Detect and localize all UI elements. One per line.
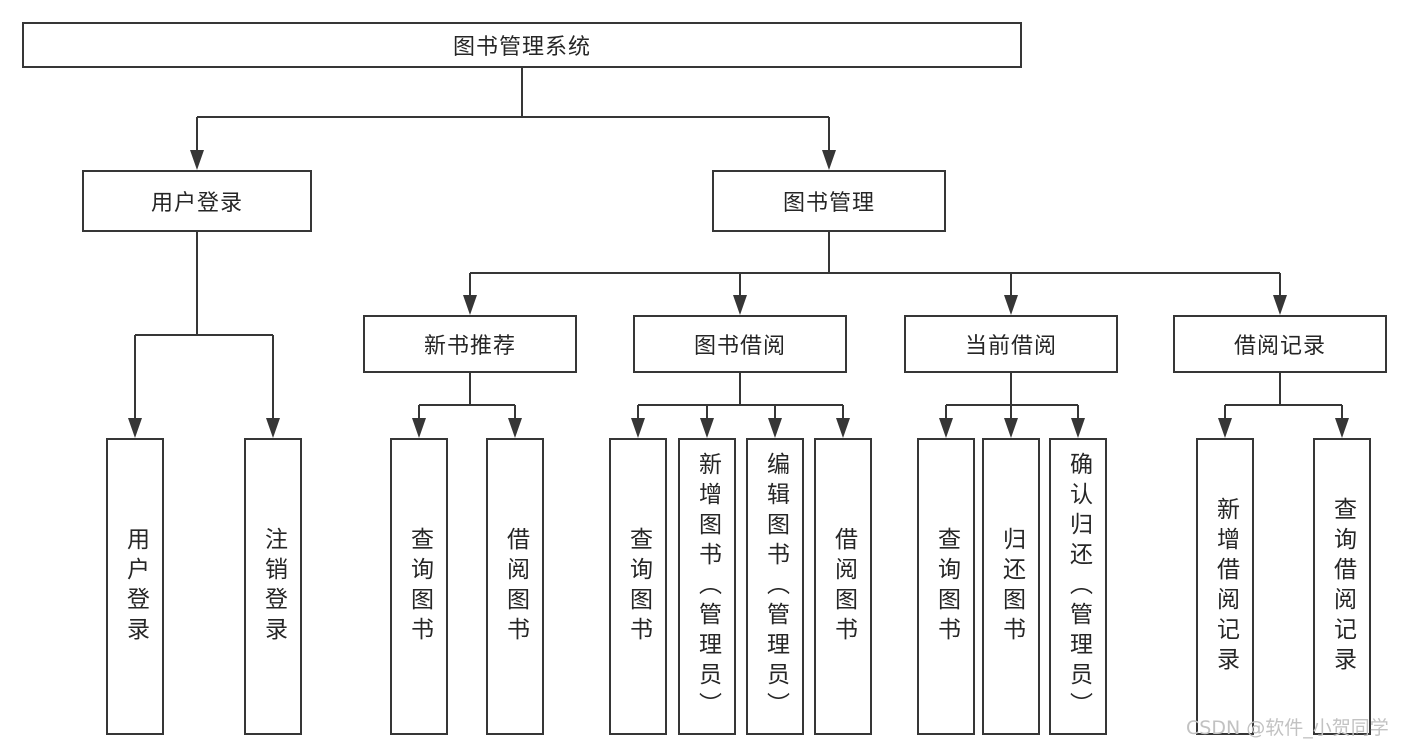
node-label: 用户登录 <box>150 191 243 216</box>
leaf-query-books-borrowing: 查询图书 <box>609 438 667 735</box>
node-borrowing-records: 借阅记录 <box>1173 315 1387 373</box>
node-label: 借阅图书 <box>830 526 857 647</box>
node-label: 确认归还（管理员） <box>1065 451 1092 722</box>
leaf-borrow-books-recommend: 借阅图书 <box>486 438 544 735</box>
leaf-add-books-admin: 新增图书（管理员） <box>678 438 736 735</box>
node-label: 新增图书（管理员） <box>694 451 721 722</box>
node-label: 借阅记录 <box>1233 334 1326 359</box>
node-label: 新增借阅记录 <box>1212 496 1239 677</box>
node-book-management: 图书管理 <box>712 170 946 232</box>
leaf-return-books: 归还图书 <box>982 438 1040 735</box>
node-user-login: 用户登录 <box>82 170 312 232</box>
node-book-borrowing: 图书借阅 <box>633 315 847 373</box>
node-new-book-recommendation: 新书推荐 <box>363 315 577 373</box>
node-label: 借阅图书 <box>502 526 529 647</box>
leaf-edit-books-admin: 编辑图书（管理员） <box>746 438 804 735</box>
leaf-query-books-recommend: 查询图书 <box>390 438 448 735</box>
leaf-query-books-current: 查询图书 <box>917 438 975 735</box>
leaf-query-borrow-record: 查询借阅记录 <box>1313 438 1371 735</box>
node-current-borrowing: 当前借阅 <box>904 315 1118 373</box>
node-label: 查询图书 <box>933 526 960 647</box>
node-label: 图书借阅 <box>693 334 786 359</box>
leaf-user-login: 用户登录 <box>106 438 164 735</box>
node-label: 注销登录 <box>260 526 287 647</box>
leaf-logout: 注销登录 <box>244 438 302 735</box>
node-label: 当前借阅 <box>964 334 1057 359</box>
node-label: 图书管理系统 <box>452 35 591 60</box>
node-label: 查询图书 <box>406 526 433 647</box>
node-label: 查询借阅记录 <box>1329 496 1356 677</box>
node-label: 用户登录 <box>122 526 149 647</box>
node-label: 编辑图书（管理员） <box>762 451 789 722</box>
node-library-management-system: 图书管理系统 <box>22 22 1022 68</box>
node-label: 新书推荐 <box>423 334 516 359</box>
node-label: 查询图书 <box>625 526 652 647</box>
csdn-watermark: CSDN @软件_小贺同学 <box>1186 717 1389 739</box>
node-label: 图书管理 <box>782 191 875 216</box>
node-label: 归还图书 <box>998 526 1025 647</box>
leaf-add-borrow-record: 新增借阅记录 <box>1196 438 1254 735</box>
leaf-borrow-books: 借阅图书 <box>814 438 872 735</box>
leaf-confirm-return-admin: 确认归还（管理员） <box>1049 438 1107 735</box>
